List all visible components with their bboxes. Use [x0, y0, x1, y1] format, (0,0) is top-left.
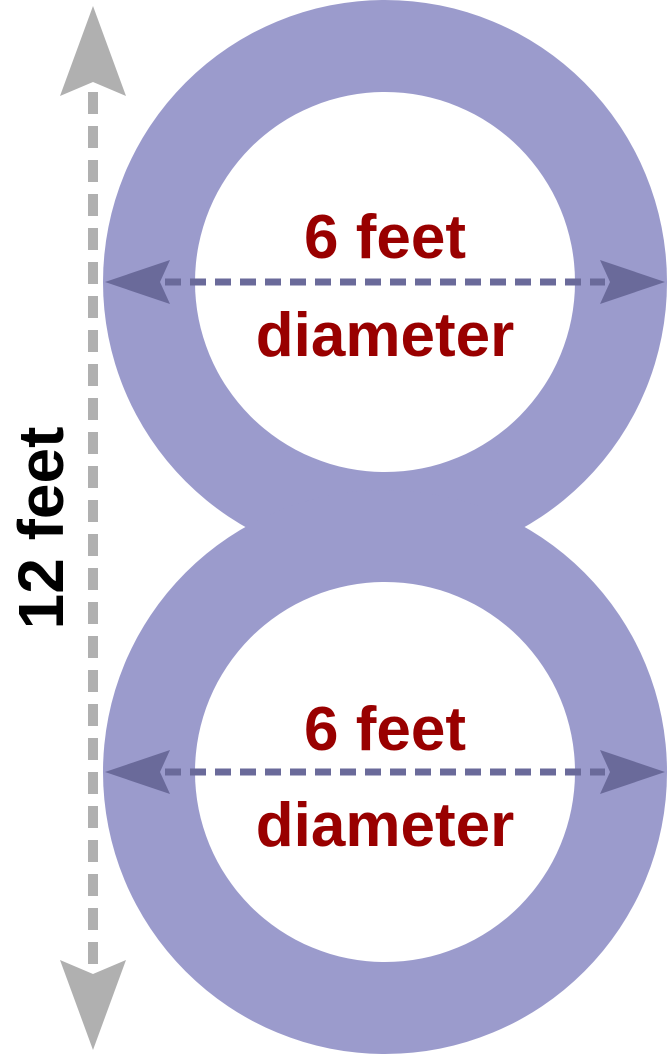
top-label-line1: 6 feet — [304, 203, 466, 272]
top-circle-label: 6 feet diameter — [256, 203, 514, 370]
bottom-hole — [195, 582, 575, 962]
bottom-diameter-head-left — [105, 750, 170, 794]
overall-height-label: 12 feet — [5, 427, 77, 630]
height-arrow-head-top — [60, 6, 126, 96]
bottom-label-line1: 6 feet — [304, 695, 466, 764]
top-hole — [195, 92, 575, 472]
top-diameter-head-left — [105, 260, 170, 304]
height-dimension-arrow — [60, 6, 126, 1050]
bottom-diameter-arrow — [105, 750, 665, 794]
top-diameter-head-right — [600, 260, 665, 304]
height-arrow-head-bottom — [60, 960, 126, 1050]
bottom-diameter-head-right — [600, 750, 665, 794]
bottom-circle-label: 6 feet diameter — [256, 695, 514, 860]
figure-eight-ring — [103, 0, 667, 1054]
top-label-line2: diameter — [256, 301, 514, 370]
top-diameter-arrow — [105, 260, 665, 304]
bottom-label-line2: diameter — [256, 791, 514, 860]
